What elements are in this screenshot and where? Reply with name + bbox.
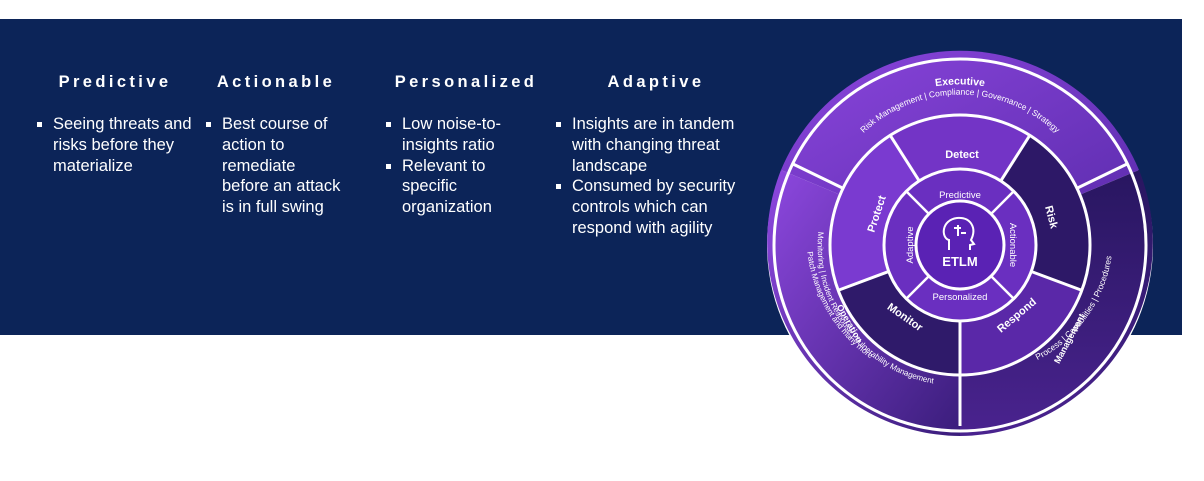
brain-head-icon — [942, 216, 976, 250]
column-predictive: Predictive Seeing threats and risks befo… — [37, 73, 193, 176]
bullet-list: Best course of action to remediate befor… — [206, 114, 346, 218]
bullet-item: Best course of action to remediate befor… — [206, 114, 346, 218]
bullet-item: Low noise-to-insights ratio — [386, 114, 520, 156]
column-title: Actionable — [216, 73, 336, 91]
etlm-wheel: ETLM Predictive Personalized Actionable … — [767, 50, 1153, 438]
column-title: Personalized — [394, 73, 538, 91]
outer-title-executive: Executive — [934, 75, 986, 89]
inner-label-predictive: Predictive — [939, 190, 981, 201]
outer-border — [772, 57, 1148, 433]
bullet-item: Seeing threats and risks before they mat… — [37, 114, 193, 176]
column-title: Predictive — [58, 73, 172, 91]
column-title: Adaptive — [607, 73, 705, 91]
inner-label-actionable: Actionable — [1007, 223, 1018, 267]
inner-label-adaptive: Adaptive — [905, 227, 916, 264]
bullet-item: Consumed by security controls which can … — [556, 176, 756, 238]
hub[interactable] — [914, 199, 1006, 291]
bullet-list: Low noise-to-insights ratio Relevant to … — [386, 114, 546, 218]
inner-ring — [882, 167, 1038, 323]
column-actionable: Actionable Best course of action to reme… — [206, 73, 346, 218]
column-adaptive: Adaptive Insights are in tandem with cha… — [556, 73, 756, 239]
middle-label-detect: Detect — [945, 149, 979, 161]
inner-label-personalized: Personalized — [933, 292, 988, 303]
hub-label: ETLM — [942, 254, 977, 269]
column-personalized: Personalized Low noise-to-insights ratio… — [386, 73, 546, 218]
bullet-item: Insights are in tandem with changing thr… — [556, 114, 756, 176]
bullet-list: Insights are in tandem with changing thr… — [556, 114, 756, 239]
bullet-item: Relevant to specific organization — [386, 156, 520, 218]
bullet-list: Seeing threats and risks before they mat… — [37, 114, 193, 176]
